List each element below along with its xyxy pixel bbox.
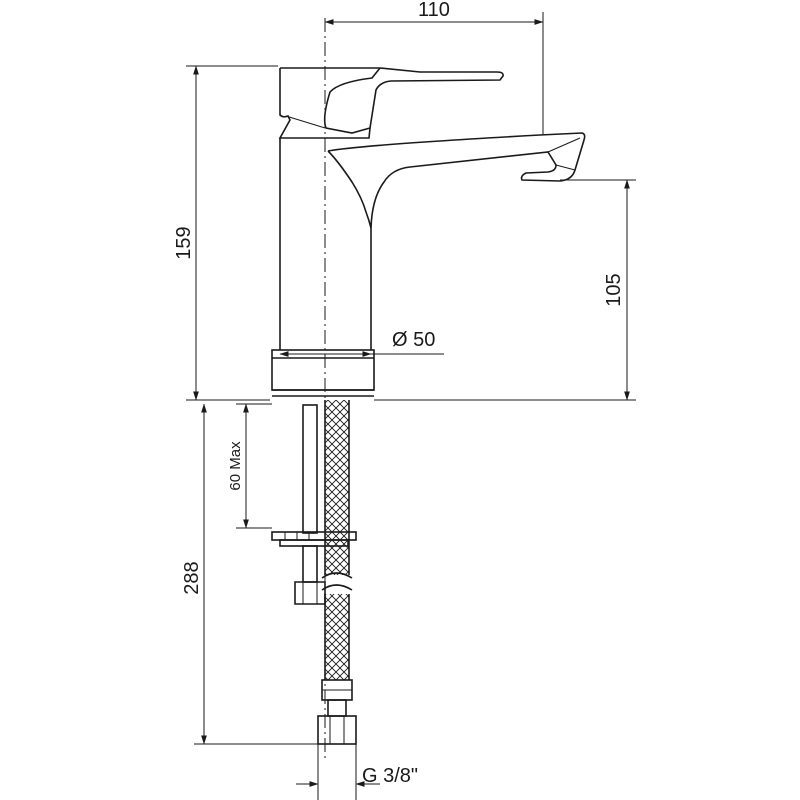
dimension-thread: G 3/8": [296, 744, 418, 800]
dimension-thread-label: G 3/8": [362, 765, 418, 787]
dimension-288: 288: [181, 403, 318, 745]
dimension-110: 110: [324, 0, 544, 135]
dimension-diameter-50: Ø 50: [279, 329, 444, 357]
dimension-159-label: 159: [173, 226, 195, 259]
dimension-105-label: 105: [603, 273, 625, 306]
dimension-105: 105: [374, 179, 636, 401]
dimension-288-label: 288: [181, 561, 203, 594]
dimension-60-max-label: 60 Max: [227, 441, 244, 491]
dimension-60-max: 60 Max: [227, 403, 272, 529]
dimension-159: 159: [173, 65, 278, 401]
faucet-body: [271, 18, 586, 760]
dimension-diameter-label: Ø 50: [392, 329, 435, 351]
braided-hose: [317, 400, 357, 745]
dimension-110-label: 110: [418, 0, 450, 21]
